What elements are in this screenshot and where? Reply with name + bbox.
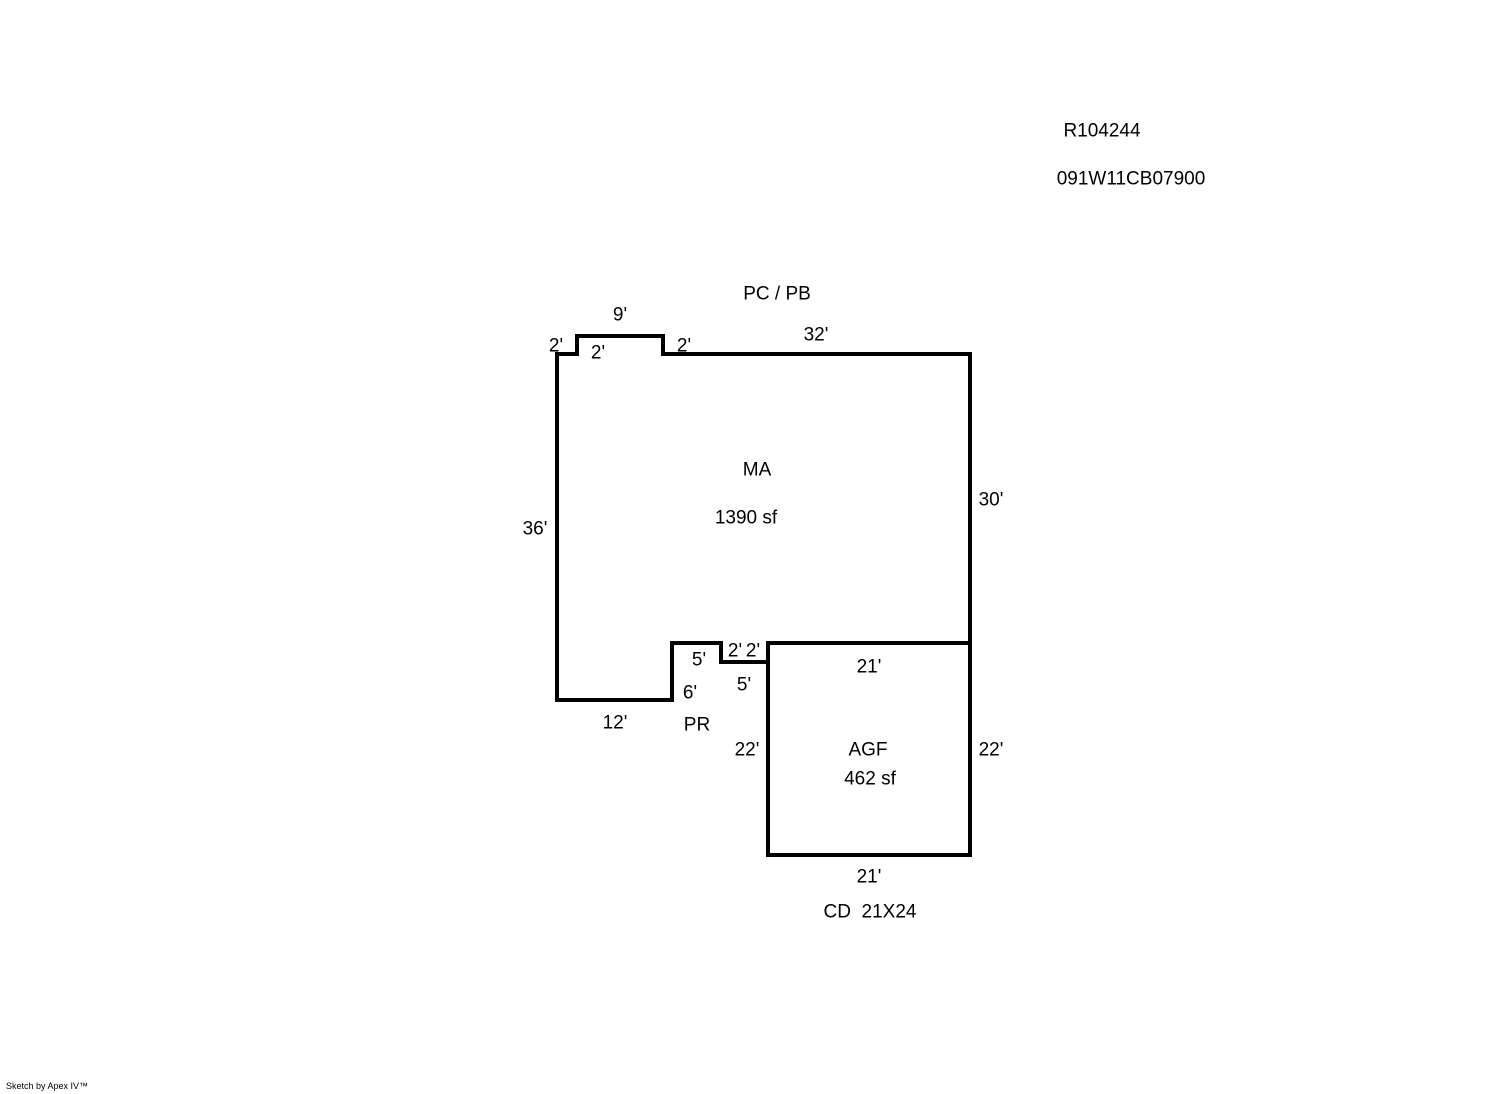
dim-ma-bump-top: 9' [612,304,628,326]
garage-area-size: 462 sf [844,768,896,790]
dim-pr-notch-right: 6' [682,682,698,704]
dim-ma-top: 32' [803,324,829,346]
footer-credit: Sketch by Apex IV™ [6,1081,89,1091]
deck-code-label: CD 21X24 [823,901,917,923]
dim-ma-right: 30' [978,489,1004,511]
dim-agf-top: 21' [856,656,882,678]
dim-ma-bump-left-inner: 2' [590,342,606,364]
parcel-id: R104244 [1063,120,1141,142]
dim-pr-notch-top: 5' [691,649,707,671]
dim-pr-notch-bottom: 5' [736,674,752,696]
dim-ma-top-left-step: 2' [548,335,564,357]
dim-agf-right: 22' [978,739,1004,761]
dim-ma-left: 36' [522,518,548,540]
dim-agf-bottom: 21' [856,866,882,888]
dim-pr-notch-step-right: 2' [745,640,761,662]
main-area-size: 1390 sf [714,507,778,529]
map-number: 091W11CB07900 [1056,168,1206,190]
garage-area-code: AGF [848,739,888,761]
dim-pr-notch-step-left: 2' [727,640,743,662]
dim-agf-left: 22' [734,739,760,761]
porch-code-label: PR [683,714,711,736]
dim-ma-bottom: 12' [602,712,628,734]
main-area-code: MA [742,459,772,481]
garage-outline [766,641,972,857]
dim-ma-bump-right: 2' [676,335,692,357]
top-code-label: PC / PB [743,283,811,305]
